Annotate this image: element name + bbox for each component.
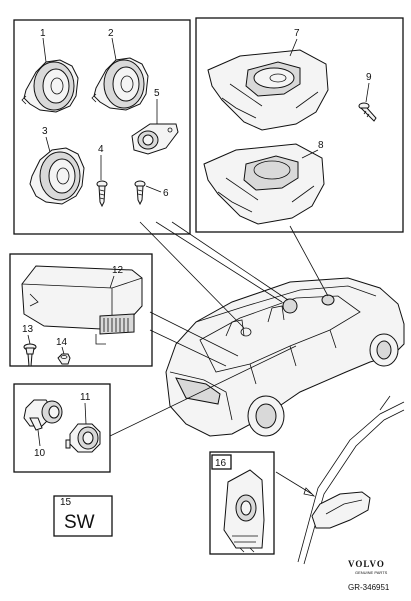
sw-label: SW	[64, 512, 95, 533]
mirror-tweeter-16	[223, 469, 265, 553]
nut-14	[57, 353, 71, 365]
bolt-13	[23, 343, 37, 367]
brand-tagline: GENUINE PARTS	[355, 570, 388, 575]
door-mirror-detail	[297, 395, 405, 565]
brand-name: VOLVO	[348, 559, 385, 569]
callout-15: 15	[60, 497, 72, 508]
callout-14: 14	[56, 337, 68, 348]
panel-leader-lines	[109, 221, 329, 437]
callout-12: 12	[112, 265, 124, 276]
speaker-parts-panel: 1 2 3 5	[13, 19, 191, 235]
brand-block: VOLVO GENUINE PARTS GR-346951	[348, 559, 390, 592]
callout-3: 3	[42, 126, 48, 137]
amplifier-12	[21, 265, 143, 345]
screw-4	[96, 180, 108, 208]
software-panel: 15 SW	[53, 495, 113, 537]
callout-1: 1	[40, 28, 46, 39]
callout-7: 7	[294, 28, 300, 39]
speaker-1	[21, 59, 79, 113]
tweeter-5	[131, 123, 179, 155]
speaker-housing-panel: 7 8 9	[195, 17, 404, 233]
mirror-tweeter-panel: 16	[209, 451, 316, 555]
callout-16: 16	[215, 458, 227, 469]
component-11	[65, 423, 101, 453]
callout-5: 5	[154, 88, 160, 99]
screw-6	[134, 180, 146, 206]
car-illustration	[165, 277, 405, 437]
amplifier-panel: 12 13 14	[9, 253, 153, 367]
speaker-housing-7	[207, 49, 329, 131]
speaker-2	[91, 57, 149, 111]
callout-10: 10	[34, 448, 46, 459]
callout-13: 13	[22, 324, 34, 335]
sensor-panel: 10 11	[13, 383, 111, 473]
callout-2: 2	[108, 28, 114, 39]
component-10	[23, 399, 63, 431]
callout-8: 8	[318, 140, 324, 151]
callout-9: 9	[366, 72, 372, 83]
speaker-3	[29, 147, 85, 205]
screw-9	[358, 102, 377, 122]
callout-6: 6	[163, 188, 169, 199]
reference-code: GR-346951	[348, 583, 390, 592]
callout-4: 4	[98, 144, 104, 155]
speaker-housing-8	[203, 143, 325, 225]
callout-11: 11	[80, 392, 91, 403]
